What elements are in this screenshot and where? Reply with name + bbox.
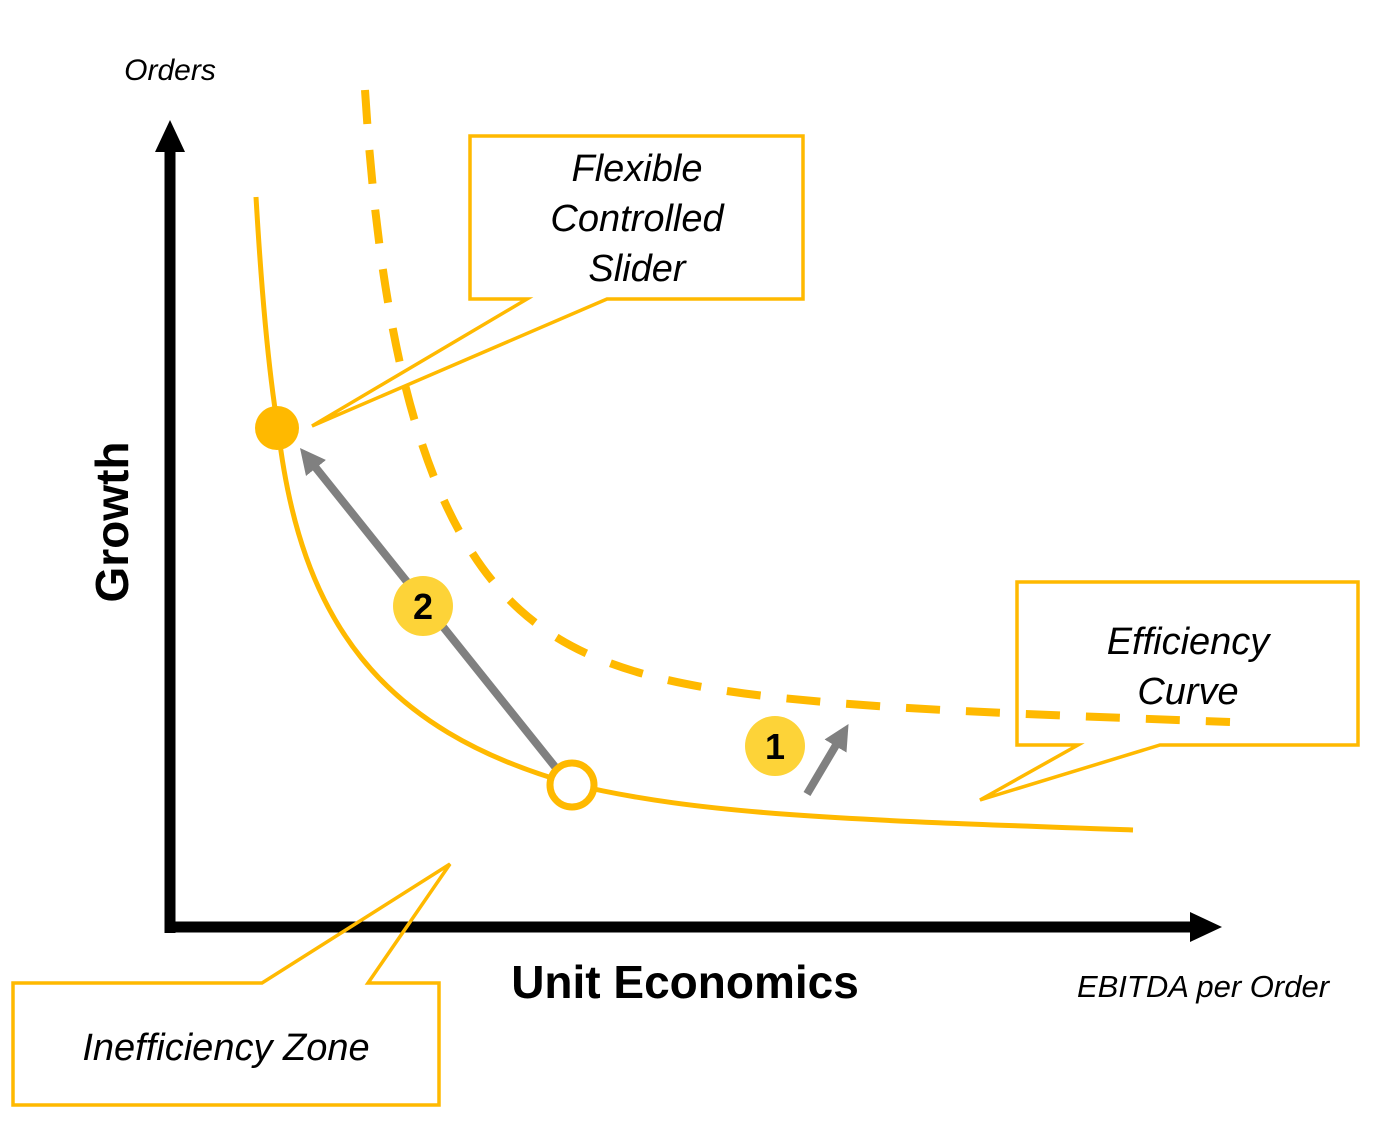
x-axis-unit-label: EBITDA per Order [1077,969,1331,1004]
x-axis-arrowhead-icon [1190,912,1222,942]
step-2-badge: 2 [393,576,453,636]
y-axis-arrowhead-icon [155,120,185,152]
callout-efficiency-curve: Efficiency Curve [979,580,1360,802]
step-1-arrow-icon [803,723,849,797]
step-1-badge: 1 [745,716,805,776]
callout-line: Flexible [572,148,703,190]
callout-line: Efficiency [1107,621,1272,663]
step-2-badge-number: 2 [413,586,433,627]
shifted-efficiency-curve [361,89,1231,726]
callout-line: Inefficiency Zone [82,1027,369,1069]
callout-line: Slider [588,248,686,290]
callout-flexible-controlled-slider: Flexible Controlled Slider [311,134,805,428]
x-axis [165,912,1222,942]
callout-box [979,580,1360,802]
callout-inefficiency-zone: Inefficiency Zone [11,862,452,1107]
current-efficiency-curve [253,196,1134,833]
y-axis-unit-label: Orders [124,54,216,87]
y-axis [155,120,185,933]
start-point-marker [546,759,598,811]
callout-line: Curve [1137,671,1238,713]
target-point-marker [255,406,299,450]
x-axis-title: Unit Economics [511,956,859,1008]
y-axis-title: Growth [86,442,138,603]
step-2-badge-circle [393,576,453,636]
callout-line: Controlled [550,198,725,240]
step-1-badge-number: 1 [765,726,785,767]
step-1-badge-circle [745,716,805,776]
callout-box [311,134,805,428]
callout-box [11,862,452,1107]
